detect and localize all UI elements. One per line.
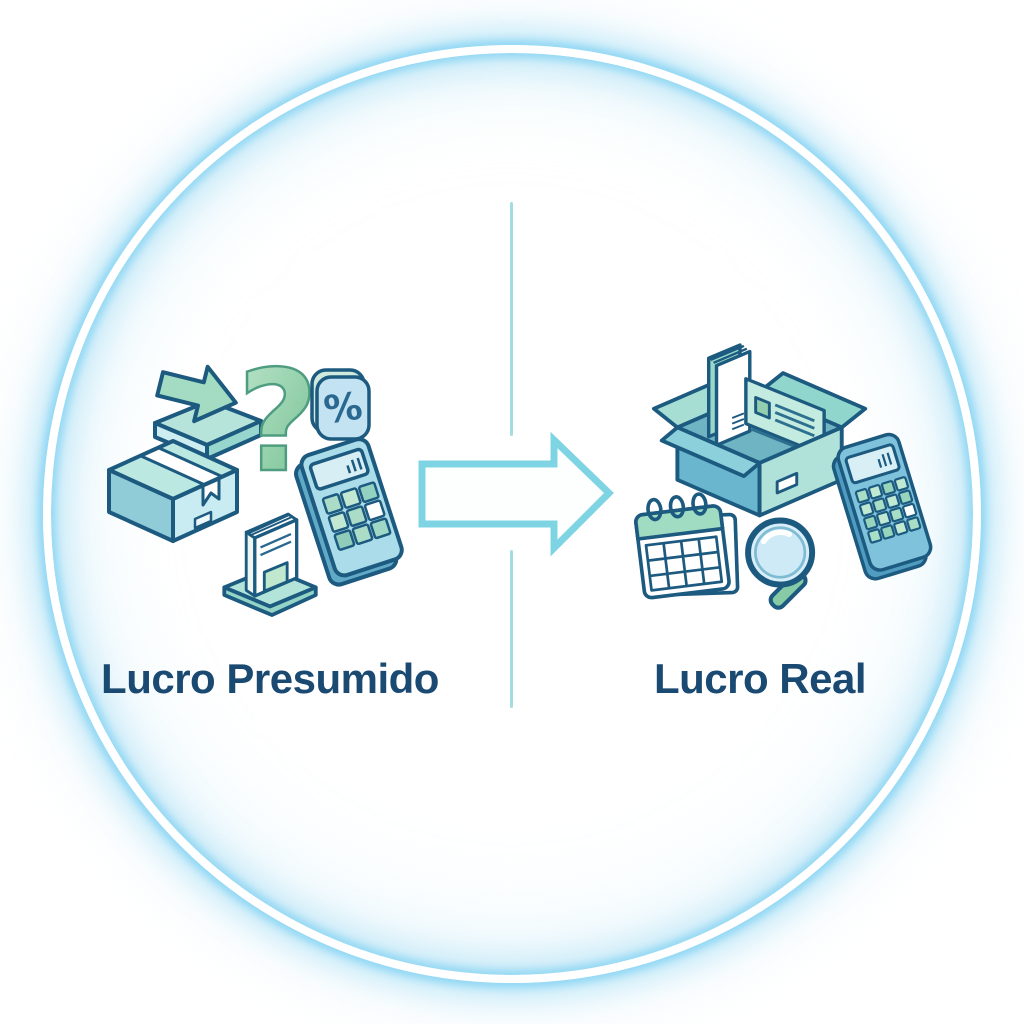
left-regime-label: Lucro Presumido: [101, 655, 439, 702]
documents-tray-icon: [222, 512, 318, 617]
calculator-icon: [831, 432, 933, 581]
right-regime-label: Lucro Real: [653, 655, 867, 702]
divider-line-top: [510, 202, 513, 436]
percent-glyph: %: [321, 384, 365, 433]
question-mark-icon: ?: [236, 340, 320, 506]
open-box-documents-icon: [651, 343, 868, 518]
divider-line-bottom: [510, 550, 513, 708]
question-glyph: ?: [237, 341, 318, 504]
calendar-icon: [634, 492, 740, 600]
calculator-icon: [294, 437, 404, 587]
transition-arrow-icon: [418, 431, 614, 557]
magnifier-icon: [745, 517, 816, 610]
package-box-icon: [107, 439, 239, 543]
percent-cube-icon: %: [310, 368, 371, 441]
